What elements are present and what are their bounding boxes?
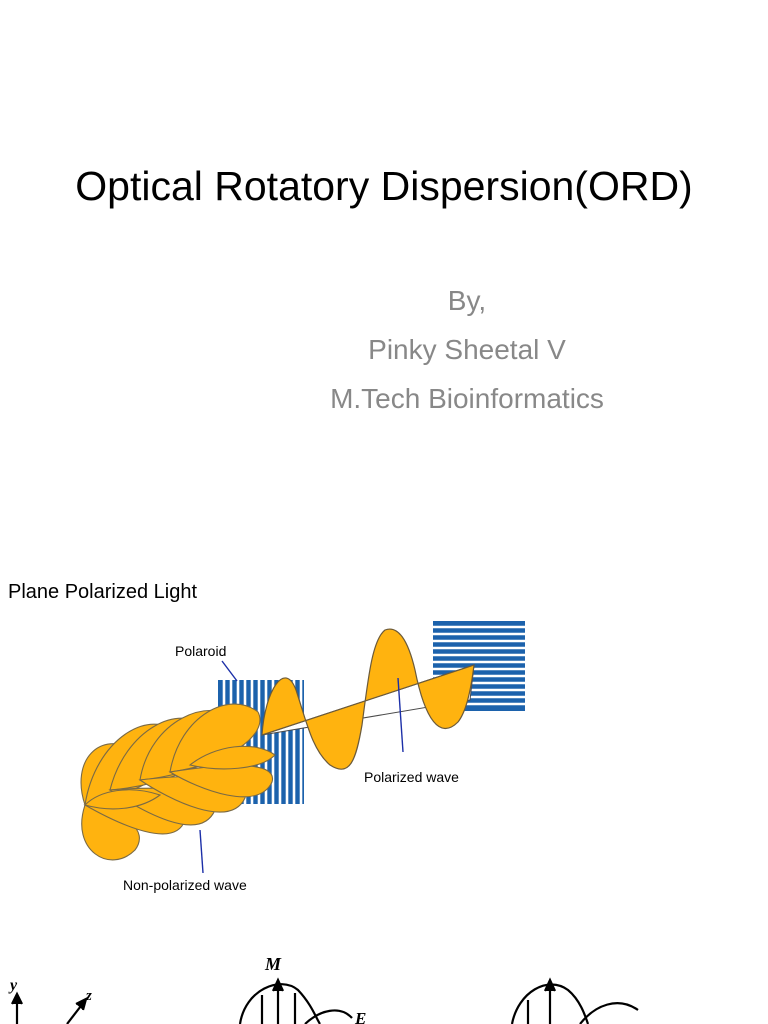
- magnetic-field-label: M: [264, 954, 282, 974]
- axis-y-label: y: [8, 977, 18, 994]
- byline-author: Pinky Sheetal V: [368, 334, 566, 365]
- non-polarized-wave-label: Non-polarized wave: [123, 877, 247, 893]
- non-polarized-wave: [80, 703, 276, 861]
- axis-z-label: z: [85, 988, 92, 1004]
- label-pointers: [199, 660, 404, 874]
- polarized-wave-label: Polarized wave: [364, 769, 459, 785]
- electric-field-label: E: [354, 1009, 366, 1024]
- polarized-wave: [261, 628, 475, 770]
- byline-by: By,: [447, 285, 487, 316]
- analyzer-filter: [433, 621, 525, 711]
- polaroid-label: Polaroid: [175, 643, 226, 659]
- section-label: Plane Polarized Light: [8, 581, 198, 603]
- slide-title: Optical Rotatory Dispersion(ORD): [75, 163, 693, 209]
- byline-program: M.Tech Bioinformatics: [330, 383, 604, 414]
- field-vector-diagram: [11, 977, 639, 1024]
